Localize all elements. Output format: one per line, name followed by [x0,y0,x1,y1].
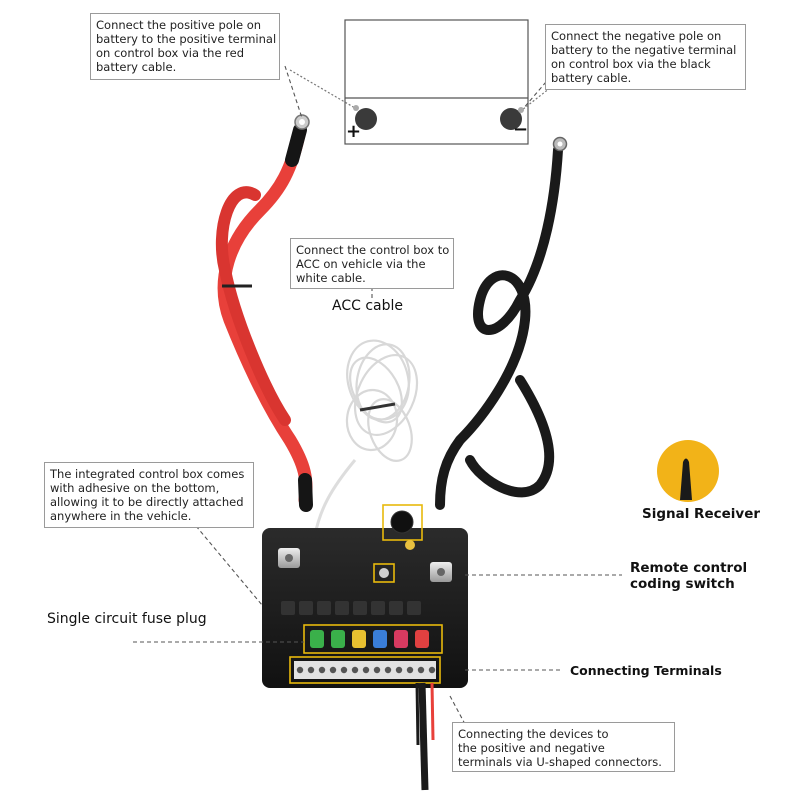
callout-battery-negative: Connect the negative pole on battery to … [545,24,746,90]
callout-text-line: battery to the negative terminal [551,43,737,57]
callout-text-line: white cable. [296,271,366,285]
signal-receiver-label: Signal Receiver [642,506,761,522]
signal-receiver-badge [657,440,719,502]
remote-control-label: Remote control coding switch [630,560,747,592]
callout-text-line: The integrated control box comes [50,467,245,481]
callout-text-line: on control box via the red [96,46,245,60]
connecting-terminals-label: Connecting Terminals [570,663,722,678]
remote-control-label-line: coding switch [630,576,735,592]
control-box [262,504,468,791]
fuse-row [310,630,429,648]
fuse-plug-label: Single circuit fuse plug [47,611,207,627]
relay-slots [281,601,421,615]
callout-text-line: Connect the control box to [296,243,450,257]
callout-text-line: on control box via the black [551,57,711,71]
callout-acc: Connect the control box to ACC on vehicl… [290,238,454,289]
callout-text-line: Connect the negative pole on [551,29,722,43]
callout-text-line: the positive and negative [458,741,605,755]
remote-control-label-line: Remote control [630,560,748,576]
black-battery-cable [435,136,568,510]
callout-text-line: allowing it to be directly attached [50,495,244,509]
indicator-led [405,540,415,550]
callout-battery-positive: Connect the positive pole on battery to … [90,13,280,80]
acc-cable-label: ACC cable [332,298,403,314]
battery-positive-post [355,108,377,130]
callout-text-line: battery to the positive terminal [96,32,277,46]
callout-text-line: battery cable. [551,71,632,85]
receiver-sensor [390,510,414,534]
coding-switch-button [379,568,389,578]
callout-text-line: battery cable. [96,60,177,74]
callout-text-line: terminals via U-shaped connectors. [458,755,662,769]
red-battery-cable [215,114,313,512]
battery-negative-post [500,108,522,130]
callout-text-line: with adhesive on the bottom, [50,481,220,495]
leader-lines [133,65,622,727]
callout-text-line: Connect the positive pole on [96,18,262,32]
callout-text-line: Connecting the devices to [458,727,609,741]
battery-positive-symbol: + [346,121,362,142]
callout-devices: Connecting the devices to the positive a… [452,722,675,772]
battery [344,19,529,145]
callout-control-box: The integrated control box comes with ad… [44,462,254,528]
acc-cable-coil [313,339,419,536]
callout-text-line: anywhere in the vehicle. [50,509,192,523]
callout-text-line: ACC on vehicle via the [296,257,426,271]
battery-negative-symbol: − [513,119,529,140]
